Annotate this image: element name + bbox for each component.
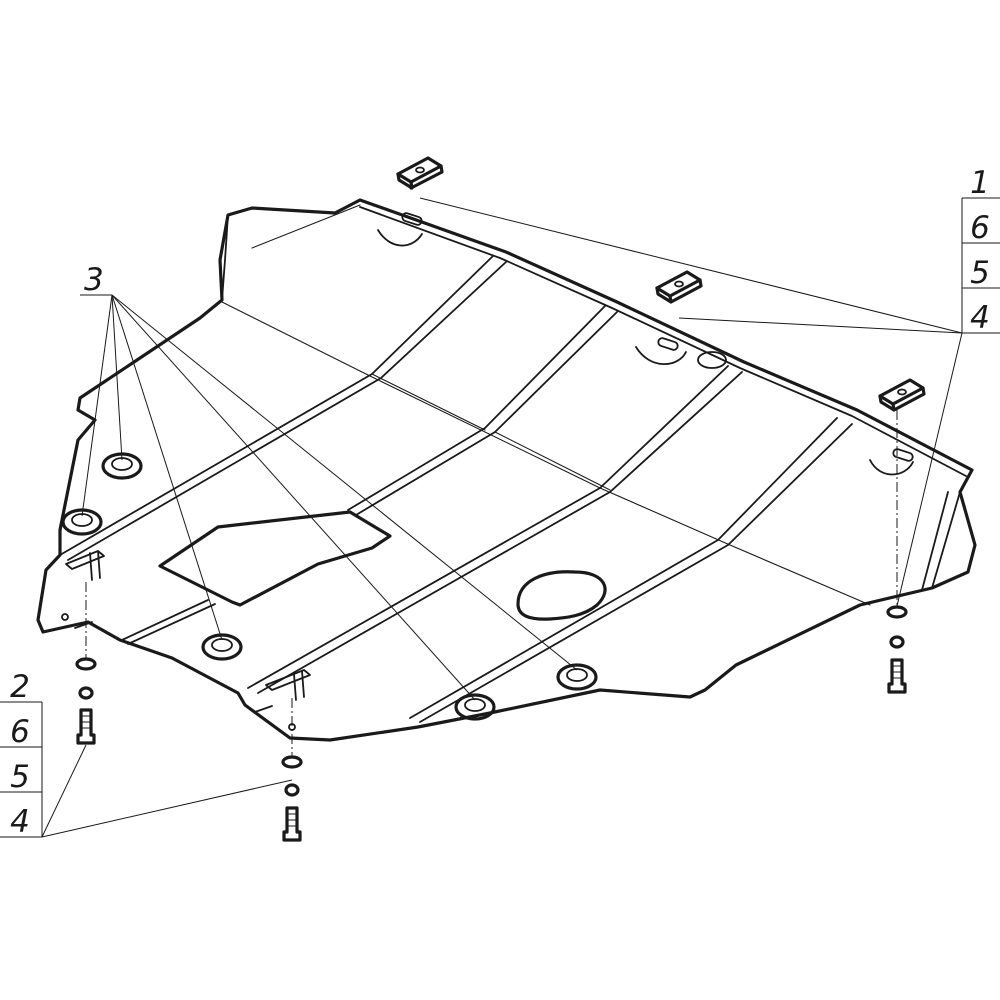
callout-label: 4 xyxy=(970,300,990,336)
cage-nut xyxy=(655,270,703,304)
front-mounting-tabs xyxy=(377,212,914,476)
rib-2 xyxy=(347,305,618,516)
hole-slot xyxy=(254,705,273,713)
edge-clips xyxy=(65,550,311,701)
callout-stack-bottom-left: 2 6 5 4 xyxy=(0,669,43,840)
skid-plate-left-lip xyxy=(221,214,229,301)
callout-label: 4 xyxy=(10,804,30,840)
edge-clip xyxy=(265,669,311,701)
cage-nut xyxy=(878,378,926,412)
spring-washer xyxy=(284,783,300,797)
spring-washer xyxy=(889,635,905,649)
callout-label: 2 xyxy=(10,669,30,705)
skid-plate-outline xyxy=(36,198,977,742)
rib-2-lower xyxy=(121,599,216,645)
callout-label: 6 xyxy=(10,714,30,750)
leader-lines xyxy=(41,197,963,838)
fastener-stack-right xyxy=(886,605,908,694)
axis-lines xyxy=(85,410,898,757)
washer xyxy=(886,605,908,619)
grommet xyxy=(556,663,598,691)
callout-label: 6 xyxy=(970,210,990,246)
skid-plate-right-flange xyxy=(921,491,961,591)
callout-label-grommets: 3 xyxy=(84,262,104,298)
bolt xyxy=(76,708,96,745)
plate-crease-lines xyxy=(221,204,871,606)
hole-slot xyxy=(74,621,93,629)
callout-label: 5 xyxy=(10,759,30,795)
callout-label: 5 xyxy=(970,255,990,291)
service-hatch-cutout xyxy=(158,510,392,607)
washer xyxy=(75,657,97,671)
callout-label: 1 xyxy=(970,165,990,201)
hole xyxy=(61,613,69,621)
rib-4 xyxy=(409,417,853,723)
fastener-stack-center xyxy=(281,755,303,842)
bolt xyxy=(282,806,302,842)
stiffening-ribs xyxy=(59,255,853,723)
spring-washer xyxy=(78,686,94,700)
edge-clip xyxy=(65,550,105,581)
cage-nut xyxy=(396,156,444,190)
grommets xyxy=(61,452,598,721)
skid-plate xyxy=(36,198,977,742)
bolt xyxy=(887,658,907,694)
skid-plate-front-flange xyxy=(334,199,967,477)
cage-nuts xyxy=(396,156,926,412)
grommet xyxy=(454,693,496,721)
washer xyxy=(281,755,303,769)
oil-drain-cutout xyxy=(516,570,607,621)
callout-stack-top-right: 1 6 5 4 xyxy=(961,165,1000,336)
rib-1 xyxy=(59,255,507,561)
fastener-stack-left xyxy=(75,657,97,745)
